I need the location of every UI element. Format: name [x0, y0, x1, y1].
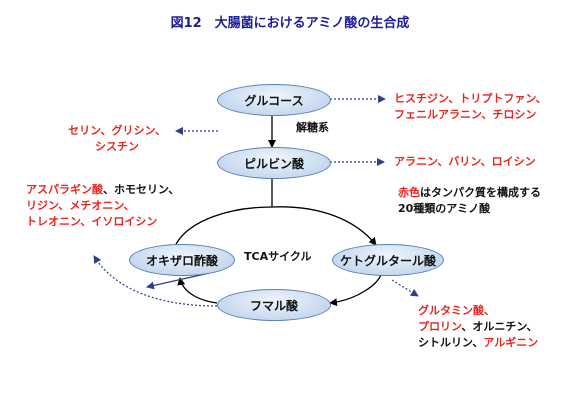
tca-arc-right-bottom	[329, 270, 383, 307]
node-ketoglutarate-label: ケトグルタール酸	[339, 253, 436, 268]
arginine-text: アルギニン	[483, 336, 539, 349]
tca-arc-top-right	[271, 206, 377, 246]
glucose-right-line-2: フェニルアラニン、チロシン	[394, 108, 537, 121]
fumarate-left-arrow	[93, 255, 218, 307]
glucose-right-products: ヒスチジン、トリプトファン、 フェニルアラニン、チロシン	[394, 91, 547, 123]
oxaloacetate-line-2: リジン、メチオニン、	[26, 199, 135, 212]
node-fumarate: フマル酸	[217, 289, 331, 321]
oxaloacetate-products: アスパラギン酸、ホモセリン、 リジン、メチオニン、 トレオニン、イソロイシン	[26, 182, 179, 230]
pyruvate-right-products: アラニン、バリン、ロイシン	[394, 155, 536, 168]
citrulline-text: シトルリン、	[418, 336, 484, 349]
ketoglutarate-line-2: プロリン、オルニチン、	[418, 319, 538, 335]
ketoglutarate-line-3: シトルリン、アルギニン	[418, 335, 538, 351]
node-pyruvate-label: ピルビン酸	[243, 156, 304, 171]
figure-title: 図12 大腸菌におけるアミノ酸の生合成	[170, 16, 410, 31]
ketoglutarate-down-arrow	[391, 279, 419, 297]
ketoglutarate-line-1: グルタミン酸、	[418, 304, 495, 317]
node-oxaloacetate: オキザロ酢酸	[129, 244, 235, 276]
glucose-left-line-1: セリン、グリシン、	[68, 124, 166, 137]
tca-cycle-label: TCAサイクル	[244, 250, 312, 263]
node-glucose-label: グルコース	[244, 93, 304, 108]
ketoglutarate-products: グルタミン酸、 プロリン、オルニチン、 シトルリン、アルギニン	[418, 303, 538, 351]
glycolysis-label: 解糖系	[296, 121, 329, 134]
aspartate-text: アスパラギン酸	[26, 183, 103, 196]
proline-text: プロリン	[418, 320, 462, 333]
legend-line-1: 赤色はタンパク質を構成する	[398, 185, 541, 201]
glucose-right-line-1: ヒスチジン、トリプトファン、	[394, 92, 547, 105]
node-pyruvate: ピルビン酸	[217, 147, 331, 179]
node-ketoglutarate: ケトグルタール酸	[332, 244, 444, 276]
node-oxaloacetate-label: オキザロ酢酸	[145, 253, 218, 268]
ornithine-text: 、オルニチン、	[461, 320, 538, 333]
node-fumarate-label: フマル酸	[249, 298, 298, 313]
tca-arc-left-top	[175, 206, 273, 245]
node-glucose: グルコース	[217, 84, 331, 116]
homoserine-text: 、ホモセリン、	[103, 183, 180, 196]
legend-red-word: 赤色	[398, 186, 420, 199]
glucose-left-line-2: シスチン	[95, 140, 139, 153]
oxaloacetate-line-3: トレオニン、イソロイシン	[26, 215, 158, 228]
glucose-left-products: セリン、グリシン、 シスチン	[58, 123, 176, 155]
legend-line-2: 20種類のアミノ酸	[398, 202, 491, 215]
tca-arc-bottom-left	[177, 277, 218, 304]
oxaloacetate-line-1: アスパラギン酸、ホモセリン、	[26, 182, 179, 198]
legend-note: 赤色はタンパク質を構成する 20種類のアミノ酸	[398, 185, 541, 217]
legend-line-1-rest: はタンパク質を構成する	[420, 186, 541, 199]
